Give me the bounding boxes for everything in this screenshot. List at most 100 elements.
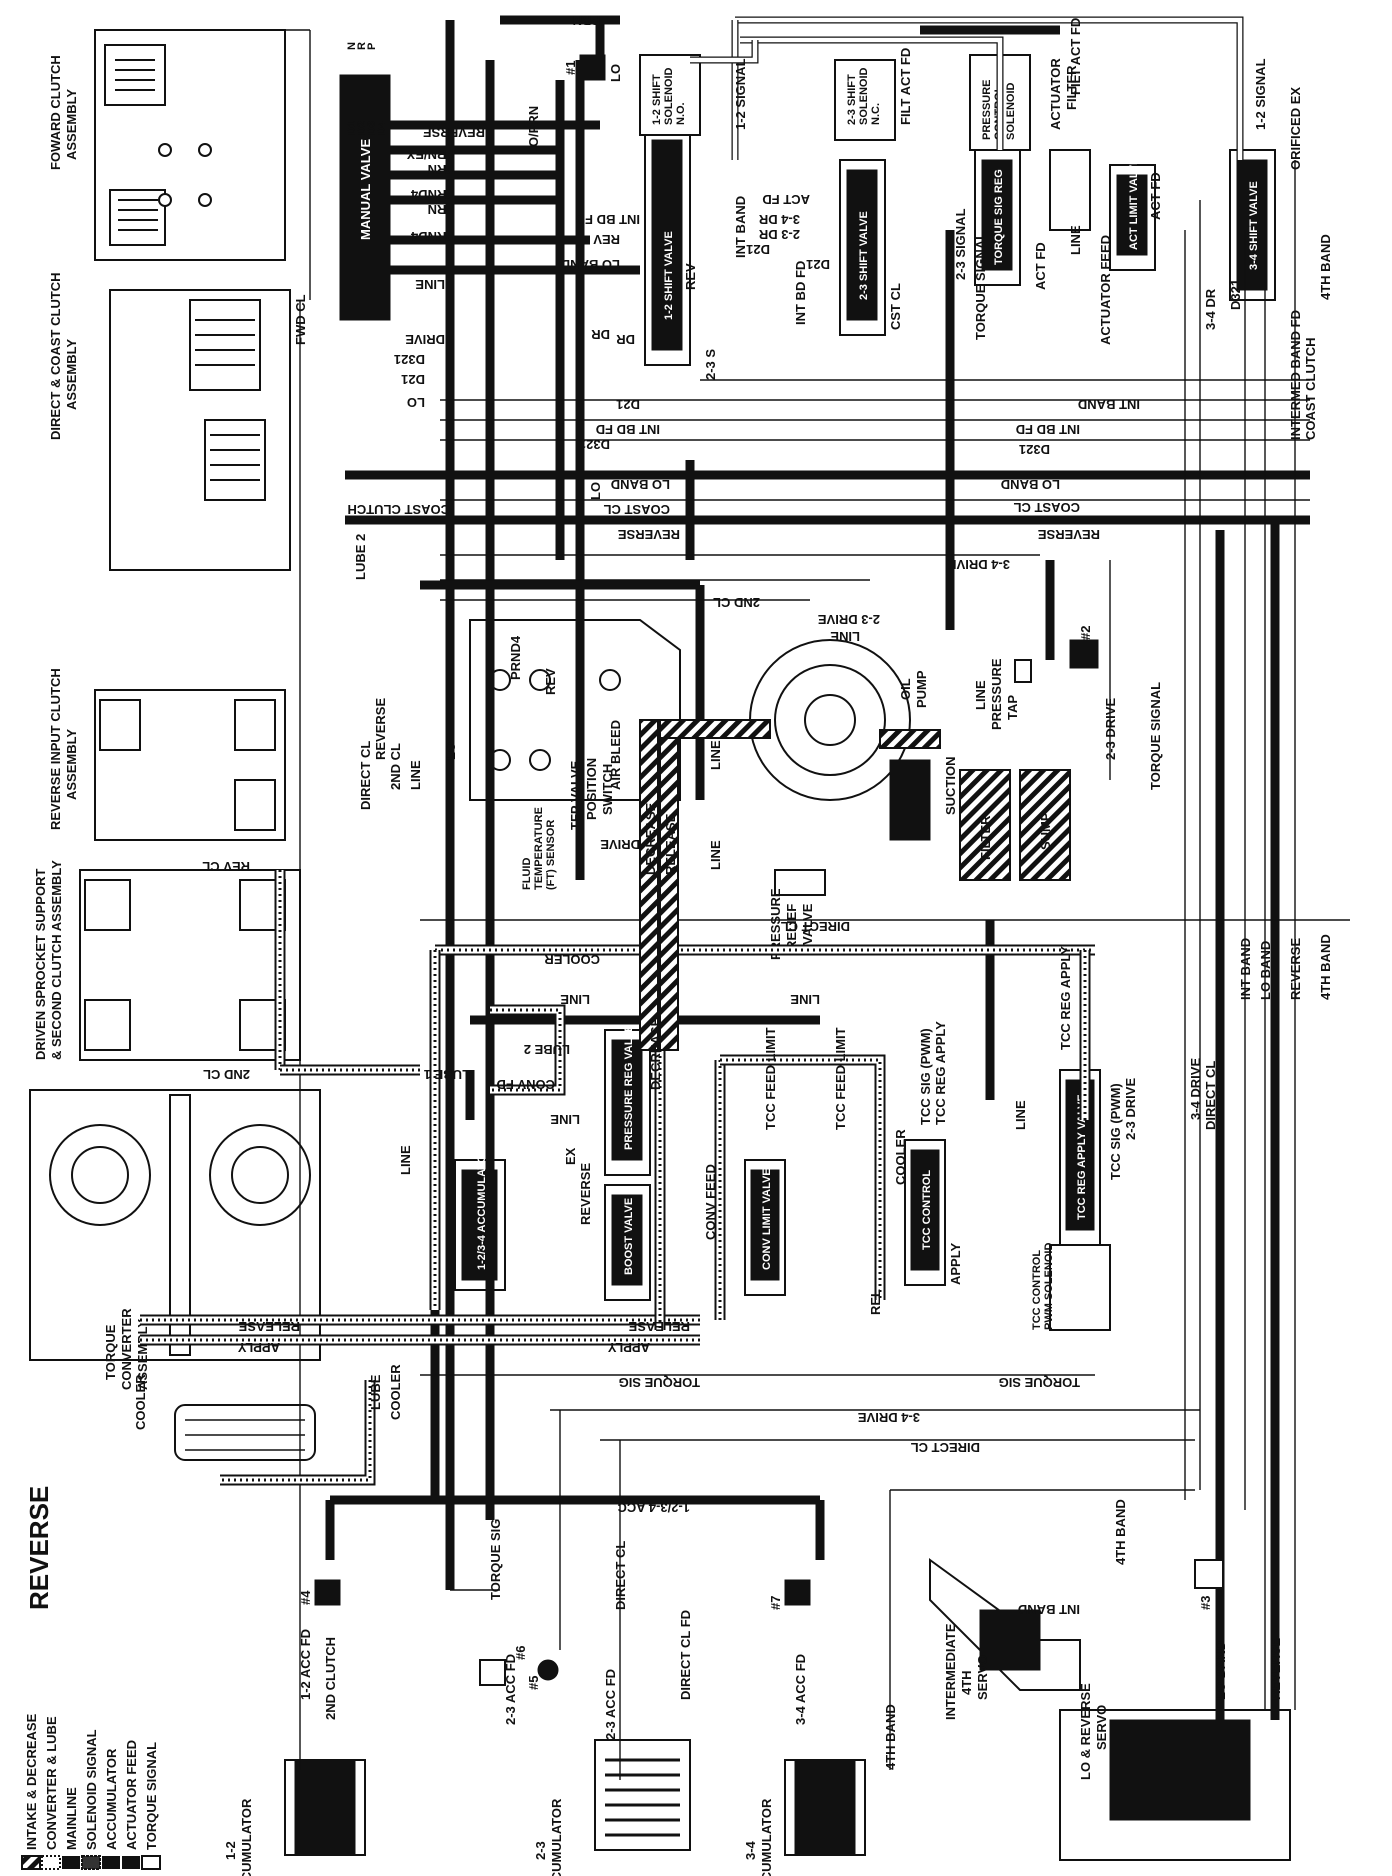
oil-pump: OIL PUMP <box>749 639 931 841</box>
legend-item-torque: TORQUE SIGNAL <box>141 1742 161 1870</box>
svg-text:D2: D2 <box>356 121 368 135</box>
svg-text:EX: EX <box>563 1147 578 1165</box>
svg-text:COAST CLUTCH: COAST CLUTCH <box>347 502 450 517</box>
svg-text:PRND4: PRND4 <box>410 187 455 202</box>
legend-item-intake: INTAKE & DECREASE <box>21 1713 41 1870</box>
svg-text:D321: D321 <box>1019 442 1050 457</box>
svg-text:1-2 SIGNAL: 1-2 SIGNAL <box>733 58 748 130</box>
lo-reverse-servo: LO & REVERSE SERVO <box>1059 1683 1291 1861</box>
legend-label: CONVERTER & LUBE <box>44 1716 59 1850</box>
svg-text:D21: D21 <box>806 257 830 272</box>
svg-text:2-3 S: 2-3 S <box>703 349 718 380</box>
svg-text:LINE: LINE <box>398 1145 413 1175</box>
svg-text:DIRECT CL FD: DIRECT CL FD <box>678 1610 693 1700</box>
svg-text:R: R <box>356 42 368 50</box>
svg-text:3-4 ACCUMULATOR: 3-4 ACCUMULATOR <box>743 1798 774 1876</box>
svg-text:RELEASE: RELEASE <box>663 813 678 875</box>
suction-label: SUCTION <box>943 757 958 816</box>
svg-text:TORQUE SIG: TORQUE SIG <box>619 1375 700 1390</box>
direct-coast-clutch-assembly: DIRECT & COAST CLUTCH ASSEMBLY <box>48 272 291 571</box>
svg-text:REVERSE INPUT CLUTCH ASS: REVERSE INPUT CLUTCH ASSEMBLY <box>48 665 79 830</box>
svg-text:REVERSE: REVERSE <box>423 125 485 140</box>
svg-text:TORQUE SIG: TORQUE SIG <box>488 1519 503 1600</box>
svg-text:LINE: LINE <box>408 760 423 790</box>
accumulator-valve-1234: 1-2/3-4 ACCUMULATOR <box>454 1147 506 1291</box>
svg-text:1-2 ACC FD: 1-2 ACC FD <box>298 1629 313 1700</box>
svg-text:TORQUE SIG: TORQUE SIG <box>999 1375 1080 1390</box>
svg-text:LO BAND: LO BAND <box>561 257 620 272</box>
filter: FILTER <box>959 769 1011 881</box>
svg-text:COOLER: COOLER <box>544 952 600 967</box>
svg-text:SUMP: SUMP <box>1038 812 1053 850</box>
svg-text:PRESSURE CONTROL S: PRESSURE CONTROL SOLENOID <box>981 76 1017 140</box>
conv-limit-valve: CONV LIMIT VALVE <box>744 1159 786 1296</box>
svg-text:TCC REG APPLY: TCC REG APPLY <box>1058 946 1073 1050</box>
svg-text:DR: DR <box>616 332 635 347</box>
checkball-3: #3 <box>1194 1559 1224 1610</box>
svg-text:1-2 SHIFT VALVE: 1-2 SHIFT VALVE <box>663 231 675 320</box>
svg-text:#5: #5 <box>526 1676 541 1690</box>
svg-text:D21: D21 <box>746 242 770 257</box>
svg-text:REVERSE: REVERSE <box>373 698 388 760</box>
svg-text:LUBE 2: LUBE 2 <box>524 1042 570 1057</box>
svg-text:INT BD FD: INT BD FD <box>576 212 640 227</box>
manual-valve: MANUAL VALVE D1 D2 D3 D4 N R P <box>339 42 391 321</box>
svg-text:AIR BLEED: AIR BLEED <box>608 720 623 790</box>
svg-text:LO: LO <box>407 395 425 410</box>
svg-text:PRN: PRN <box>573 13 600 28</box>
svg-text:TORQUE SIGNAL: TORQUE SIGNAL <box>973 232 988 340</box>
svg-text:LINE: LINE <box>560 992 590 1007</box>
svg-text:REVERSE: REVERSE <box>1038 527 1100 542</box>
shift-valve-1-2: 1-2 SHIFT VALVE <box>644 129 691 366</box>
svg-text:2-3 ACC FD: 2-3 ACC FD <box>603 1669 618 1740</box>
svg-text:2ND CL: 2ND CL <box>713 595 760 610</box>
solenoid-2-3: 2-3 SHIFT SOLENOID N.C. <box>834 59 896 141</box>
svg-text:ACT FD: ACT FD <box>1148 172 1163 220</box>
svg-text:DR: DR <box>591 327 610 342</box>
svg-text:DRIVE: DRIVE <box>600 837 640 852</box>
pressure-relief-valve: PRESSURE RELIEF VALVE <box>768 869 826 960</box>
svg-text:TCC SIG (PWM): TCC SIG (PWM) <box>1108 1083 1123 1180</box>
svg-text:4TH BAND: 4TH BAND <box>1318 234 1333 300</box>
reverse-input-clutch-assembly: REVERSE INPUT CLUTCH ASSEMBLY <box>48 665 286 841</box>
svg-text:3-4 DR: 3-4 DR <box>1203 288 1218 330</box>
svg-text:FILTER: FILTER <box>978 815 993 860</box>
svg-text:1-2/3-4 ACC: 1-2/3-4 ACC <box>617 1500 690 1515</box>
legend-item-mainline: MAINLINE <box>62 1787 80 1869</box>
svg-text:DIRECT CL: DIRECT CL <box>911 1440 980 1455</box>
svg-text:TCC REG APPLY VALVE: TCC REG APPLY VALVE <box>1076 1094 1088 1220</box>
svg-text:LO: LO <box>608 64 623 82</box>
svg-text:CONV FEED: CONV FEED <box>703 1164 718 1240</box>
svg-text:TCC FEED LIMIT: TCC FEED LIMIT <box>763 1027 778 1130</box>
legend-item-solenoid: SOLENOID SIGNAL <box>81 1729 101 1870</box>
svg-text:INTERMED BAND FD: INTERMED BAND FD <box>1288 310 1303 440</box>
svg-text:TCC FEED LIMIT: TCC FEED LIMIT <box>833 1027 848 1130</box>
svg-text:LUBE 1: LUBE 1 <box>424 1067 470 1082</box>
svg-text:LINE: LINE <box>1013 1100 1028 1130</box>
svg-text:PRESSURE REG VALVE: PRESSURE REG VALVE <box>623 1024 635 1150</box>
svg-text:DECREASE: DECREASE <box>648 1017 663 1090</box>
svg-text:ORIFICED EX: ORIFICED EX <box>1288 87 1303 170</box>
svg-text:CONV FD: CONV FD <box>497 1077 556 1092</box>
svg-text:4TH BAND: 4TH BAND <box>1318 934 1333 1000</box>
svg-text:2-3 SHIFT SOLENOID: 2-3 SHIFT SOLENOID N.C. <box>846 64 882 125</box>
checkball-1: #1 <box>563 54 606 81</box>
legend-label: ACCUMULATOR <box>104 1748 119 1850</box>
svg-text:DIRECT CL: DIRECT CL <box>781 919 850 934</box>
checkball-2: #2 <box>1069 626 1099 669</box>
svg-text:COOLER: COOLER <box>388 1364 403 1420</box>
legend-item-actuator: ACTUATOR FEED <box>122 1740 140 1869</box>
svg-text:#3: #3 <box>1198 1596 1213 1610</box>
svg-text:1-2 SIGNAL: 1-2 SIGNAL <box>1253 58 1268 130</box>
svg-text:BOOST VALVE: BOOST VALVE <box>623 1198 635 1275</box>
svg-text:APPLY: APPLY <box>238 1340 280 1355</box>
svg-text:LINE: LINE <box>790 992 820 1007</box>
accumulator-1-2: 1-2 ACCUMULATOR <box>223 1759 366 1876</box>
svg-text:APPLY: APPLY <box>948 1243 963 1285</box>
svg-text:3-4 DR: 3-4 DR <box>758 212 800 227</box>
svg-text:OIL PUMP: OIL PUMP <box>898 670 929 708</box>
svg-text:TCC CONTROL: TCC CONTROL <box>921 1170 933 1250</box>
svg-text:PRESSURE RELIEF VA: PRESSURE RELIEF VALVE <box>768 885 815 960</box>
svg-text:LINE PRESSURE TAP: LINE PRESSURE TAP <box>973 655 1020 730</box>
svg-text:INT BAND: INT BAND <box>1018 1602 1080 1617</box>
